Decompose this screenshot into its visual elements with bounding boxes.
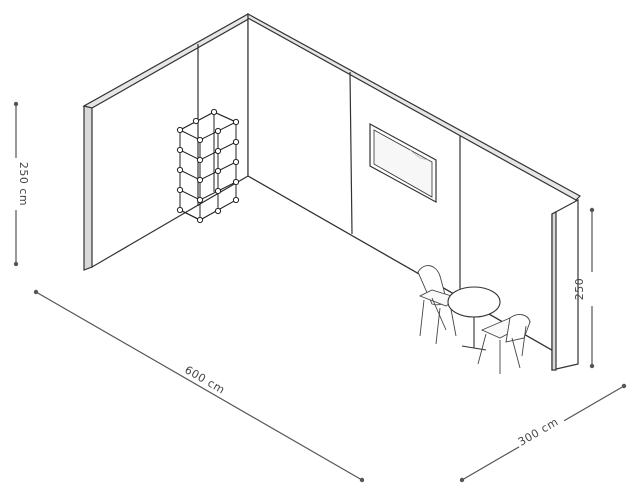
height-left-label: 250 cm	[17, 162, 30, 206]
right-end-panel	[551, 198, 579, 371]
height-right-label: 250	[573, 278, 586, 301]
round-table	[447, 286, 501, 351]
depth-label: 300 cm	[516, 415, 561, 448]
floor-edges	[247, 175, 553, 351]
dimension-depth: 300 cm	[459, 383, 627, 483]
cube-shelf	[176, 108, 240, 224]
wall-tv	[369, 122, 437, 204]
dimension-width: 600 cm	[33, 289, 365, 483]
dimension-height-right: 250	[573, 207, 599, 369]
chair-right	[477, 314, 532, 374]
back-left-wall	[82, 13, 254, 271]
dimension-height-left: 250 cm	[9, 101, 30, 267]
